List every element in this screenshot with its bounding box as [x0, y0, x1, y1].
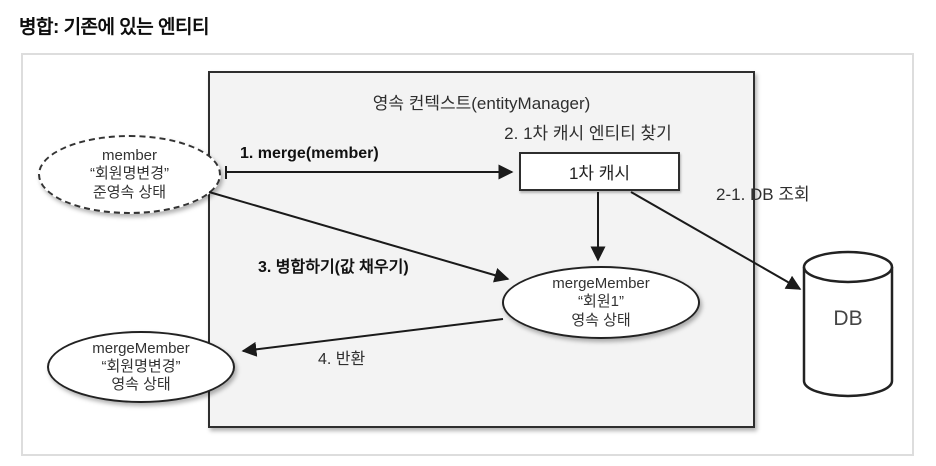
- entity-name: mergeMember: [552, 275, 650, 293]
- persistence-context-label: 영속 컨텍스트(entityManager): [372, 94, 591, 113]
- db-label: DB: [833, 307, 863, 330]
- merge-member-returned-ellipse: mergeMember “회원명변경” 영속 상태: [47, 331, 235, 403]
- entity-state: 준영속 상태: [92, 183, 167, 201]
- step2-1-label: 2-1. DB 조회: [716, 185, 810, 204]
- detached-member-ellipse: member “회원명변경” 준영속 상태: [38, 135, 221, 214]
- first-level-cache-box: 1차 캐시: [519, 152, 680, 191]
- merge-member-persistent-ellipse: mergeMember “회원1” 영속 상태: [502, 266, 700, 339]
- page-title: 병합: 기존에 있는 엔티티: [19, 17, 209, 38]
- entity-state: 영속 상태: [111, 376, 171, 394]
- step1-label: 1. merge(member): [240, 145, 379, 162]
- entity-name: member: [101, 147, 157, 165]
- entity-value: “회원명변경”: [101, 357, 181, 375]
- step4-label: 4. 반환: [318, 351, 366, 368]
- step3-label: 3. 병합하기(값 채우기): [258, 259, 409, 276]
- step2-label: 2. 1차 캐시 엔티티 찾기: [504, 124, 672, 143]
- entity-value: “회원1”: [578, 293, 624, 311]
- entity-name: mergeMember: [92, 339, 190, 357]
- entity-value: “회원명변경”: [90, 165, 169, 183]
- entity-state: 영속 상태: [571, 311, 631, 329]
